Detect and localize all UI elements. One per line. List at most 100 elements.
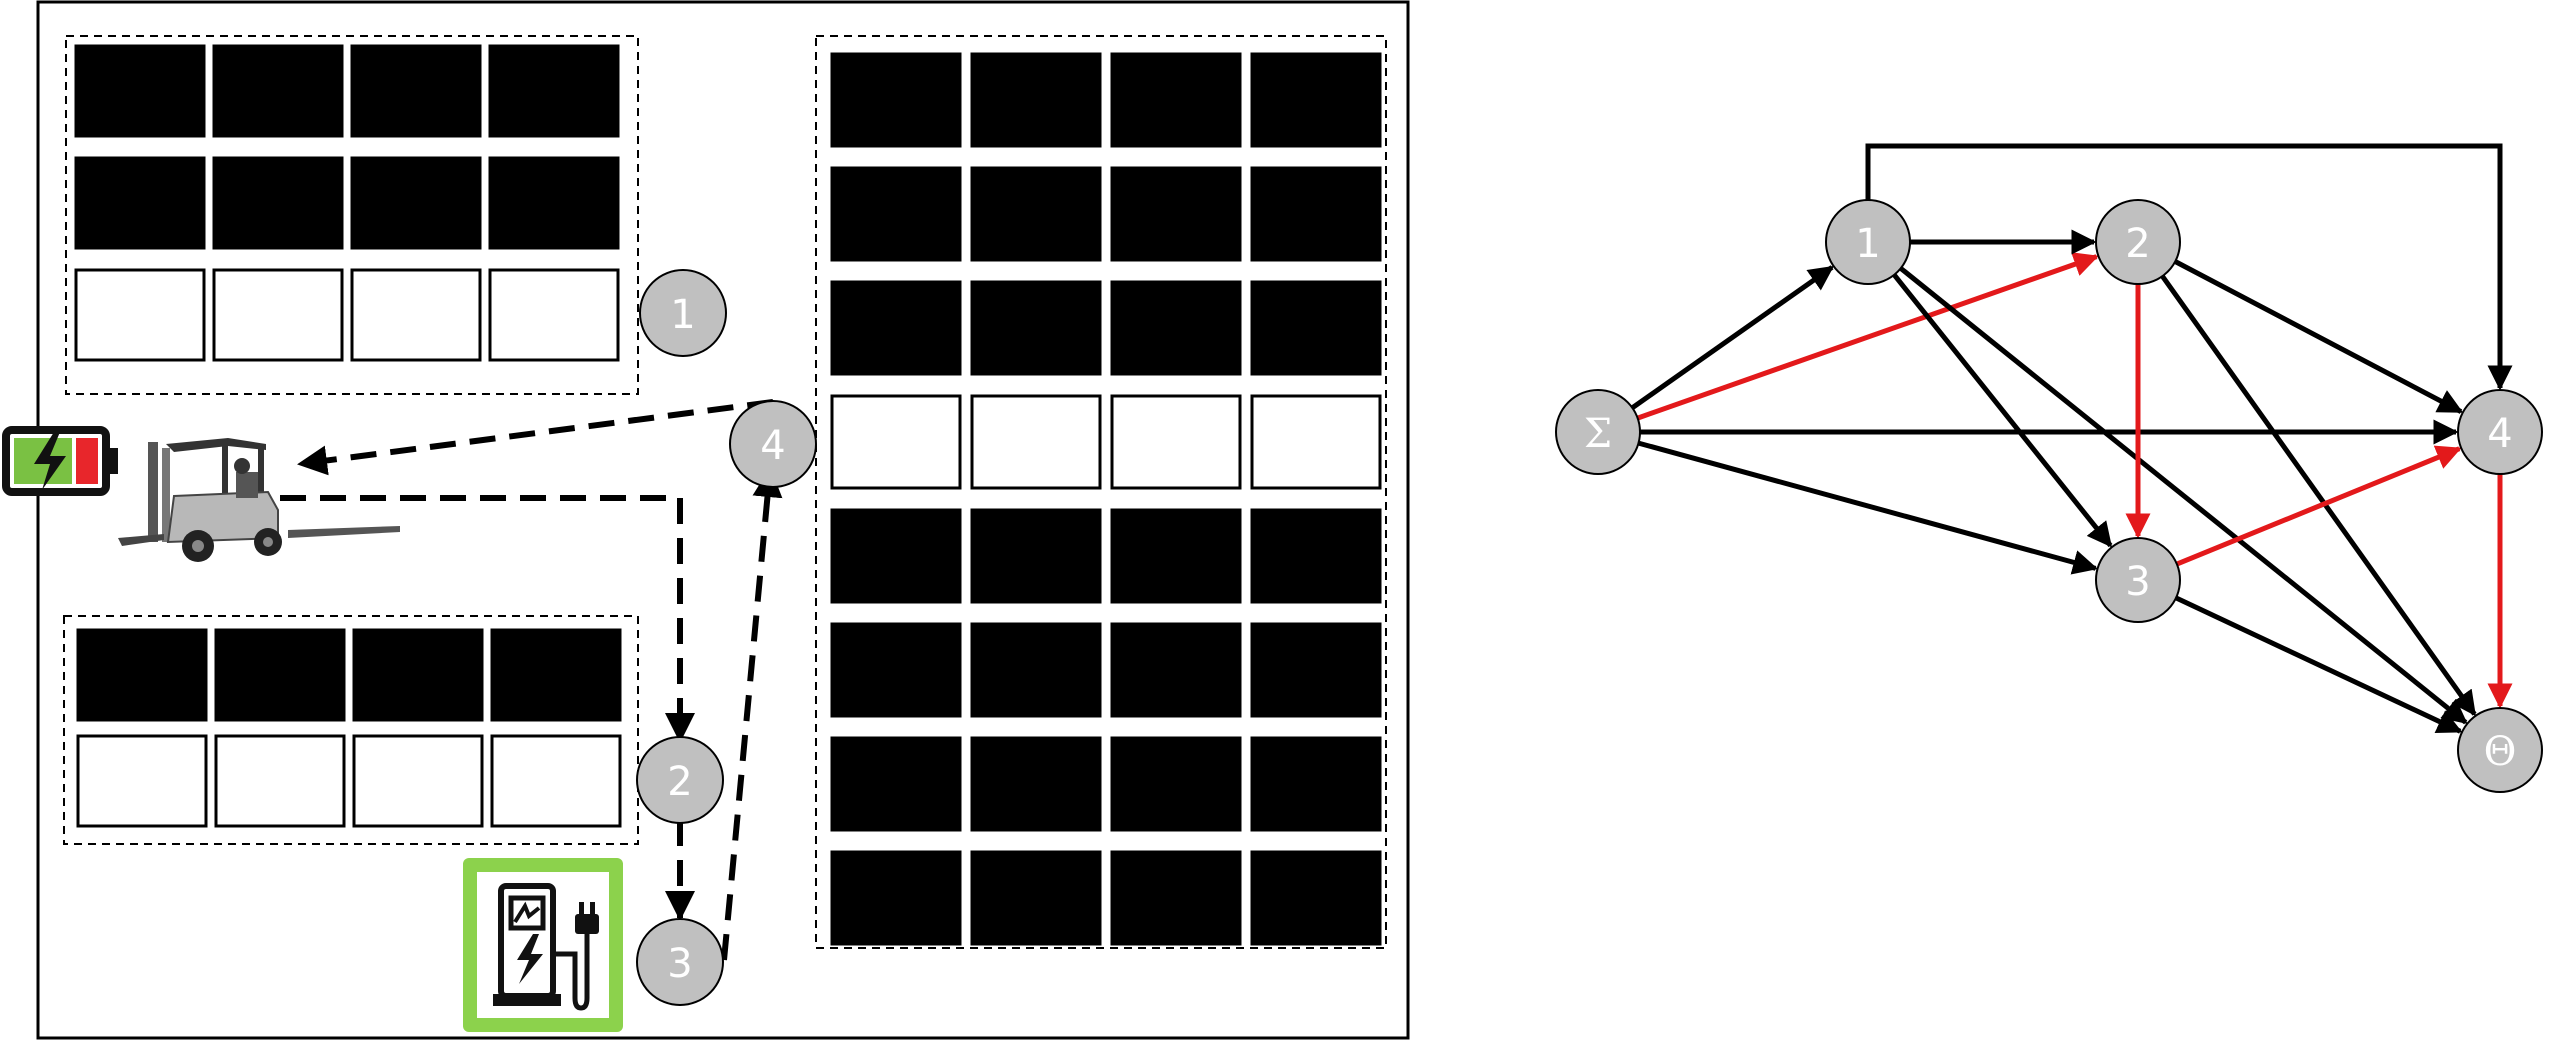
rack-cell-occupied [970,622,1102,718]
rack-cell-occupied [214,628,346,722]
rack-cell-occupied [76,628,208,722]
rack-cell-occupied [212,44,344,138]
rack-cell-empty [352,734,484,828]
waypoint-2-label: 2 [667,759,692,805]
rack-right-outline [815,35,1387,949]
rack-cell-occupied [488,156,620,250]
rack-right [815,35,1387,949]
storage-racks [63,35,1387,949]
rack-cell-empty [488,268,620,362]
rack-cell-occupied [350,156,482,250]
graph-nodes: Σ 1 2 3 4Θ [1555,199,2543,793]
graph-node-label: Σ [1584,411,1612,457]
graph-node-label: 2 [2125,221,2150,267]
rack-cell-occupied [970,52,1102,148]
rack-cell-occupied [1250,280,1382,376]
rack-cell-occupied [1110,280,1242,376]
rack-cell-occupied [1250,736,1382,832]
rack-cell-occupied [830,508,962,604]
graph-node-3: 3 [2095,537,2181,623]
graph-node-circle [1825,199,1911,285]
rack-bottom-left-outline [63,615,639,845]
edge-1-to-4 [1865,143,2513,391]
edge-2-to-4 [2174,259,2464,414]
rack-bottom-left [63,615,639,845]
rack-cell-empty [970,394,1102,490]
rack-cell-empty [214,734,346,828]
forklift-icon [118,438,400,562]
rack-cell-occupied [212,156,344,250]
waypoint-1: 1 [639,269,727,357]
rack-cell-occupied [830,736,962,832]
graph-node-label: Θ [2484,729,2517,775]
rack-cell-occupied [490,628,622,722]
charging-station-icon [463,858,623,1032]
graph-node-circle [2457,389,2543,475]
graph-node-4: 4 [2457,389,2543,475]
rack-cell-occupied [1110,622,1242,718]
rack-cell-occupied [352,628,484,722]
rack-cell-empty [830,394,962,490]
rack-cell-empty [212,268,344,362]
waypoint-4: 4 [729,400,817,488]
rack-cell-occupied [1110,52,1242,148]
rack-cell-occupied [970,280,1102,376]
edge-1-to-T [1899,266,2468,725]
graph-node-T: Θ [2457,707,2543,793]
graph-node-label: 3 [2125,559,2150,605]
rack-cell-occupied [74,44,206,138]
graph-node-1: 1 [1825,199,1911,285]
rack-cell-occupied [830,622,962,718]
graph-node-circle [2457,707,2543,793]
rack-cell-occupied [350,44,482,138]
rack-cell-occupied [830,52,962,148]
rack-cell-occupied [1250,850,1382,946]
warehouse-border [36,0,1410,1040]
graph-node-2: 2 [2095,199,2181,285]
graph-node-circle [1555,389,1641,475]
rack-cell-empty [1250,394,1382,490]
rack-cell-occupied [970,736,1102,832]
rack-top-left-outline [65,35,639,395]
graph-node-label: 4 [2487,411,2512,457]
rack-cell-occupied [488,44,620,138]
rack-cell-empty [490,734,622,828]
rack-cell-occupied [74,156,206,250]
rack-cell-occupied [1110,166,1242,262]
waypoint-3: 3 [636,918,724,1006]
waypoint-3-label: 3 [667,941,692,987]
edge-3-to-4 [2175,445,2462,567]
rack-cell-occupied [1250,622,1382,718]
waypoint-4-label: 4 [760,423,785,469]
rack-cell-occupied [1250,508,1382,604]
battery-icon [2,426,118,496]
rack-cell-empty [350,268,482,362]
edge-S-to-1 [1630,265,1835,410]
rack-cell-occupied [1110,736,1242,832]
rack-cell-occupied [970,508,1102,604]
rack-cell-occupied [1250,166,1382,262]
routing-graph: Σ 1 2 3 4Θ [1555,143,2543,793]
edge-1-to-3 [1892,273,2113,548]
rack-cell-occupied [830,850,962,946]
graph-node-S: Σ [1555,389,1641,475]
graph-node-circle [2095,537,2181,623]
rack-cell-empty [74,268,206,362]
rack-cell-occupied [830,280,962,376]
edge-S-to-2 [1636,252,2099,421]
edge-3-to-T [2174,595,2463,734]
route-segment-3-to-4 [721,467,783,961]
rack-cell-occupied [830,166,962,262]
edge-S-to-3 [1637,440,2099,575]
rack-cell-occupied [1250,52,1382,148]
graph-edges [1630,143,2513,734]
forklift-route [280,399,783,961]
rack-cell-occupied [970,166,1102,262]
edge-2-to-T [2160,274,2477,717]
rack-cell-empty [76,734,208,828]
graph-node-label: 1 [1855,221,1880,267]
graph-node-circle [2095,199,2181,285]
rack-cell-occupied [1110,508,1242,604]
warehouse-panel: 1 2 3 4 [2,0,1410,1040]
